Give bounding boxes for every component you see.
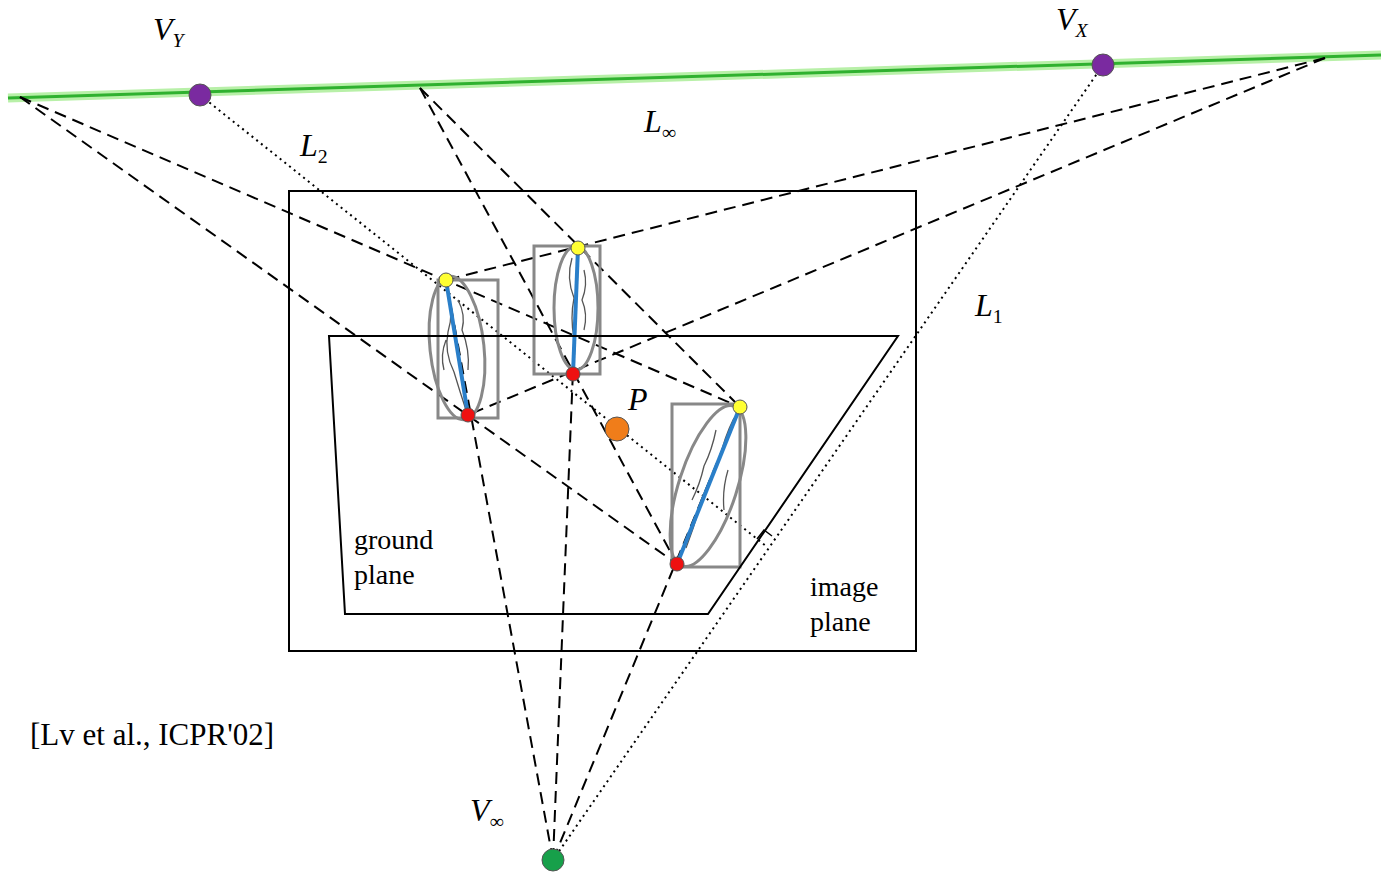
dotted-lines bbox=[200, 65, 1103, 860]
plane-label: ground plane bbox=[354, 522, 464, 592]
line-label: L1 bbox=[975, 288, 1003, 323]
points bbox=[189, 54, 1114, 871]
horizon-line bbox=[8, 55, 1381, 98]
vanishing-point-label: VY bbox=[153, 12, 184, 47]
dashed-lines bbox=[20, 58, 1325, 860]
ground-plane-shape: ground plane bbox=[329, 336, 898, 614]
citation: [Lv et al., ICPR'02] bbox=[30, 718, 274, 752]
person-figure bbox=[534, 246, 600, 374]
person-figure bbox=[423, 274, 498, 423]
point-label: P bbox=[628, 382, 648, 417]
person-figure bbox=[654, 397, 761, 575]
plane-label: image plane bbox=[810, 569, 910, 639]
horizon-glow bbox=[8, 55, 1381, 98]
vanishing-point-label: V∞ bbox=[470, 793, 504, 828]
line-label: L2 bbox=[300, 128, 328, 163]
vanishing-point-label: VX bbox=[1056, 2, 1088, 37]
image-plane-box: image plane ground plane bbox=[288, 190, 917, 652]
horizon-label: L∞ bbox=[644, 104, 676, 139]
